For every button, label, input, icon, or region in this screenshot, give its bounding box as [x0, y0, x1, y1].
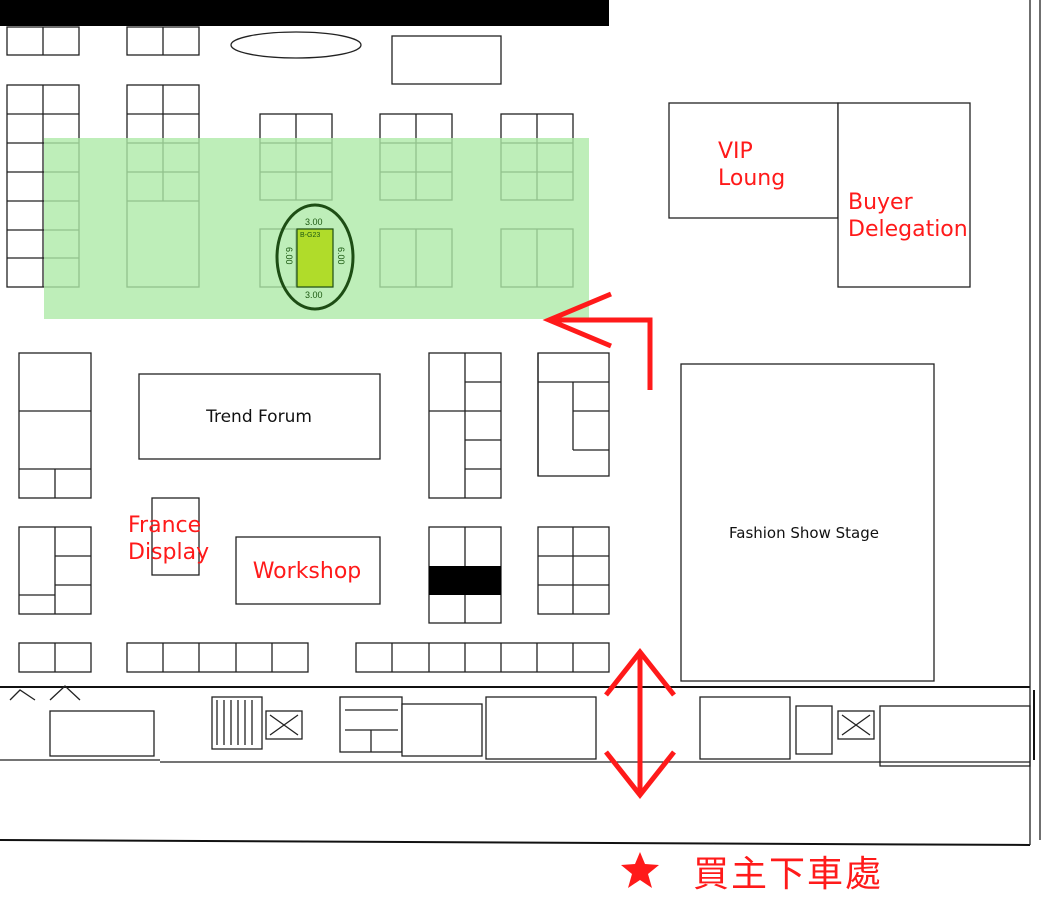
fashion-show-stage-area[interactable]: [680, 363, 935, 682]
booth-block-k[interactable]: [537, 526, 610, 615]
france-label-2: Display: [128, 540, 209, 565]
booth-b-g23[interactable]: B-G23 3.00 3.00 6.00 6.00: [275, 203, 355, 311]
workshop-label: Workshop: [253, 559, 362, 584]
buyer-delegation-area[interactable]: [837, 102, 971, 288]
double-arrow: [604, 647, 676, 800]
france-display-area[interactable]: [151, 497, 200, 576]
booth-width-top: 3.00: [305, 217, 323, 227]
france-label: France: [128, 513, 201, 538]
booth-block-f[interactable]: [18, 352, 92, 499]
trend-forum-label: Trend Forum: [205, 407, 312, 427]
booth-width-bottom: 3.00: [305, 290, 323, 300]
booth-depth-left: 6.00: [284, 247, 294, 265]
service-corridor: [0, 0, 1041, 846]
dropoff-label: 買主下車處: [693, 854, 883, 895]
vip-label-2: Loung: [718, 166, 785, 191]
booth-block-j[interactable]: [428, 526, 502, 624]
star-icon: [621, 852, 659, 888]
buyer-label: Buyer: [848, 190, 914, 215]
vip-lounge-area[interactable]: [668, 102, 839, 219]
top-room: [391, 35, 502, 85]
workshop-area[interactable]: [235, 536, 381, 605]
trend-forum-area[interactable]: [138, 373, 381, 460]
oval-feature: [230, 31, 362, 59]
fashion-show-label: Fashion Show Stage: [729, 524, 879, 542]
booth-id: B-G23: [300, 232, 320, 239]
booth-block-h[interactable]: [537, 352, 610, 477]
buyer-label-2: Delegation: [848, 217, 968, 242]
booth-block-i[interactable]: [18, 526, 92, 615]
booth-depth-right: 6.00: [336, 247, 346, 265]
direction-arrow: [542, 291, 653, 390]
booth-row-bottom[interactable]: [18, 642, 610, 673]
vip-label: VIP: [718, 139, 753, 164]
booth-block-g[interactable]: [428, 352, 502, 499]
top-wall: [0, 0, 609, 26]
